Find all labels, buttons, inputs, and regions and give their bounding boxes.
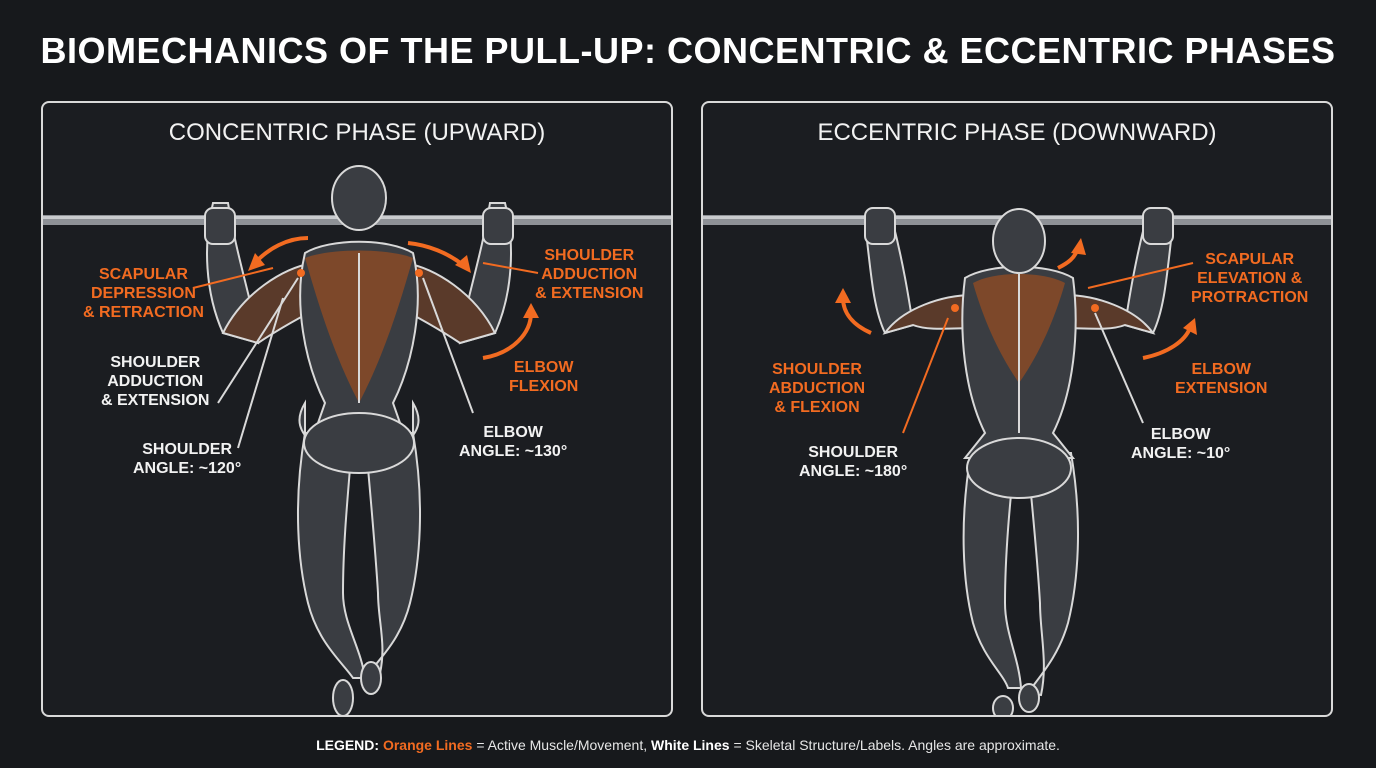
eccentric-elbow-motion-label: ELBOW EXTENSION	[1175, 361, 1268, 397]
concentric-shoulder-adduction-label: SHOULDER ADDUCTION & EXTENSION	[101, 354, 210, 409]
eccentric-panel: ECCENTRIC PHASE (DOWNWARD) SCAPULAR ELEV…	[701, 101, 1333, 717]
concentric-elbow-motion-label: ELBOW FLEXION	[509, 359, 579, 395]
legend-orange-term: Orange Lines	[382, 737, 473, 753]
concentric-shoulder-angle-label: SHOULDER ANGLE: ~120°	[133, 441, 242, 477]
page-title: BIOMECHANICS OF THE PULL-UP: CONCENTRIC …	[40, 30, 1336, 71]
legend-orange-desc: = Active Muscle/Movement,	[476, 737, 648, 753]
eccentric-elbow-angle-label: ELBOW ANGLE: ~10°	[1131, 426, 1231, 462]
concentric-panel-title: CONCENTRIC PHASE (UPWARD)	[168, 119, 546, 146]
concentric-elbow-angle-label: ELBOW ANGLE: ~130°	[459, 424, 568, 460]
legend-white-desc: = Skeletal Structure/Labels. Angles are …	[733, 737, 1060, 753]
concentric-scapular-label: SCAPULAR DEPRESSION & RETRACTION	[83, 266, 204, 321]
legend-prefix: LEGEND:	[316, 737, 380, 753]
legend-white-term: White Lines	[651, 737, 730, 753]
eccentric-shoulder-motion-label: SHOULDER ABDUCTION & FLEXION	[769, 361, 865, 416]
eccentric-scapular-label: SCAPULAR ELEVATION & PROTRACTION	[1191, 251, 1309, 306]
concentric-panel: CONCENTRIC PHASE (UPWARD) SCAPULAR DEPRE…	[41, 101, 673, 717]
concentric-shoulder-motion-label: SHOULDER ADDUCTION & EXTENSION	[535, 247, 644, 302]
eccentric-figure	[703, 207, 1331, 715]
eccentric-shoulder-angle-label: SHOULDER ANGLE: ~180°	[799, 444, 908, 480]
legend: LEGEND: Orange Lines = Active Muscle/Mov…	[0, 737, 1376, 753]
eccentric-panel-title: ECCENTRIC PHASE (DOWNWARD)	[817, 119, 1217, 146]
concentric-figure	[43, 165, 671, 715]
